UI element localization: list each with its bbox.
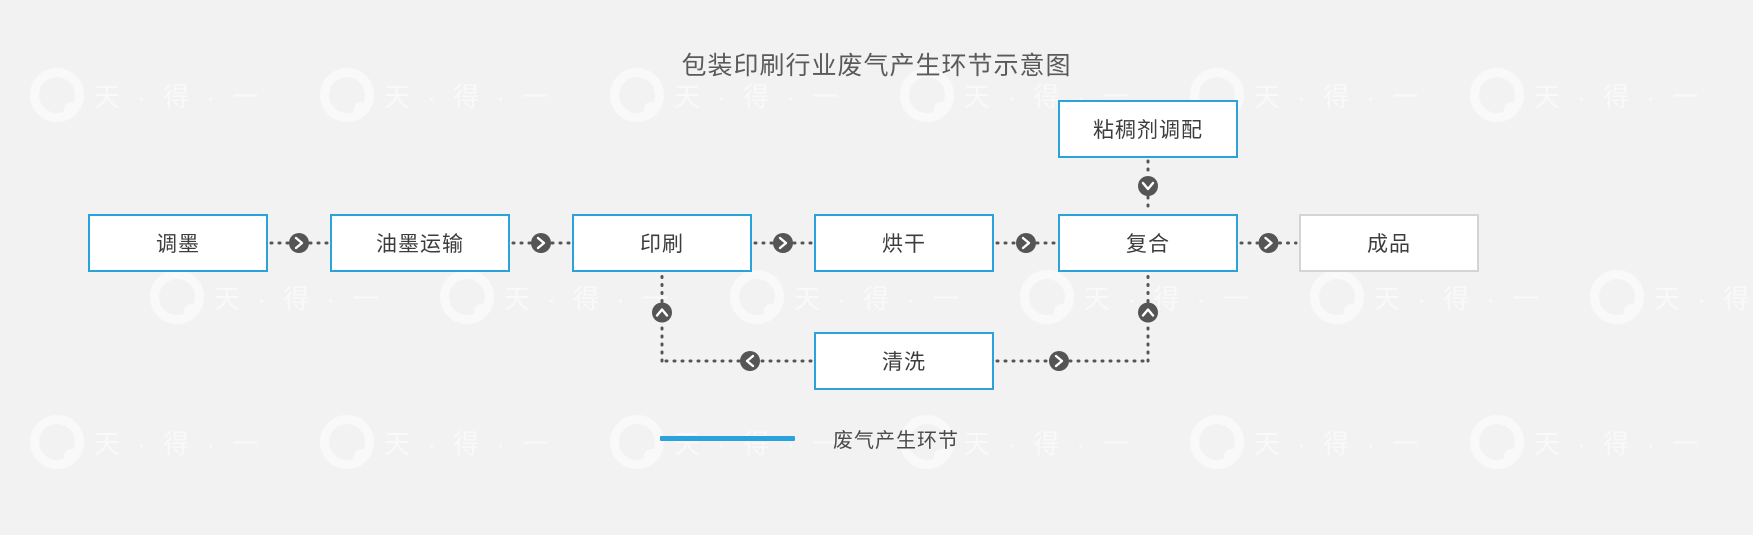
marker-circle — [1258, 233, 1279, 253]
legend: 废气产生环节 — [660, 424, 959, 453]
arrow-qingxi-to-yinshua-up — [652, 302, 672, 323]
node-label: 调墨 — [156, 233, 200, 256]
chevron-right-icon — [1054, 354, 1064, 368]
chevron-right-icon — [294, 236, 304, 250]
arrow-qingxi-to-fuhe-up — [1138, 302, 1158, 323]
node-label: 烘干 — [882, 233, 926, 256]
arrow-qingxi-to-fuhe-right — [1049, 351, 1069, 371]
node-label: 油墨运输 — [376, 233, 464, 256]
marker-circle — [289, 233, 309, 253]
chevron-right-icon — [778, 236, 788, 250]
arrow-fuhe-to-chengpin — [1258, 233, 1279, 253]
arrow-yinshua-to-honggan — [773, 233, 793, 253]
marker-circle — [652, 302, 672, 323]
node-tiaomo[interactable]: 调墨 — [88, 214, 268, 272]
node-label: 粘稠剂调配 — [1093, 119, 1203, 142]
node-label: 清洗 — [882, 351, 926, 374]
legend-label: 废气产生环节 — [833, 430, 959, 452]
arrow-youmo-to-yinshua — [531, 233, 551, 253]
arrow-niandiao-to-fuhe — [1138, 176, 1158, 196]
chevron-up-icon — [655, 308, 669, 317]
marker-circle — [773, 233, 793, 253]
marker-circle — [1138, 176, 1158, 196]
chevron-down-icon — [1141, 181, 1155, 191]
marker-circle — [740, 351, 760, 371]
node-niandiao[interactable]: 粘稠剂调配 — [1058, 100, 1238, 158]
arrow-tiaomo-to-youmo — [289, 233, 309, 253]
node-fuhe[interactable]: 复合 — [1058, 214, 1238, 272]
marker-circle — [531, 233, 551, 253]
chevron-right-icon — [1264, 236, 1273, 250]
chevron-left-icon — [745, 354, 755, 368]
node-label: 成品 — [1367, 233, 1411, 256]
chevron-right-icon — [1021, 236, 1031, 250]
node-yinshua[interactable]: 印刷 — [572, 214, 752, 272]
node-label: 复合 — [1126, 233, 1170, 256]
node-honggan[interactable]: 烘干 — [814, 214, 994, 272]
node-youmo[interactable]: 油墨运输 — [330, 214, 510, 272]
chevron-right-icon — [536, 236, 546, 250]
legend-color-swatch — [660, 436, 795, 441]
arrow-qingxi-to-yinshua-left — [740, 351, 760, 371]
chevron-up-icon — [1141, 308, 1155, 317]
page-title: 包装印刷行业废气产生环节示意图 — [681, 52, 1072, 80]
marker-circle — [1138, 302, 1158, 323]
node-chengpin[interactable]: 成品 — [1299, 214, 1479, 272]
node-label: 印刷 — [640, 233, 684, 256]
node-qingxi[interactable]: 清洗 — [814, 332, 994, 390]
arrow-honggan-to-fuhe — [1016, 233, 1036, 253]
marker-circle — [1016, 233, 1036, 253]
marker-circle — [1049, 351, 1069, 371]
